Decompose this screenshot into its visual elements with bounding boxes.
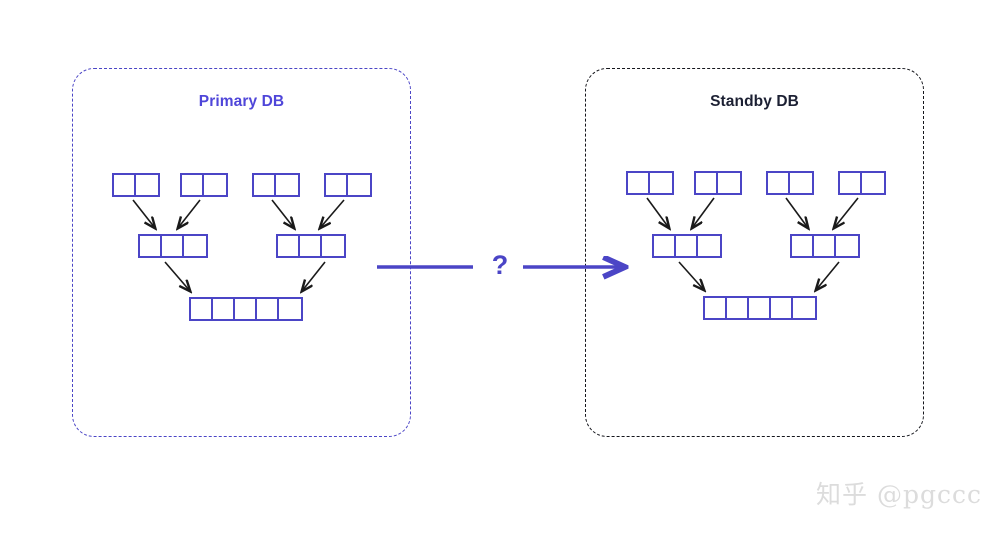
segment-cell xyxy=(790,173,812,193)
segment-cell xyxy=(792,236,814,256)
segment-standby-level-0-3 xyxy=(838,171,887,195)
segment-cell xyxy=(727,298,749,318)
segment-cell xyxy=(840,173,862,193)
segment-cell xyxy=(140,236,162,256)
segment-primary-level-0-2 xyxy=(252,173,301,197)
segment-cell xyxy=(213,299,235,319)
segment-cell xyxy=(136,175,158,195)
segment-primary-level-1-1 xyxy=(276,234,347,258)
watermark: 知乎 @pgccc xyxy=(816,480,982,509)
panel-primary-db-title: Primary DB xyxy=(198,93,285,110)
segment-cell xyxy=(276,175,298,195)
segment-primary-level-0-0 xyxy=(112,173,161,197)
transfer-question-label: ? xyxy=(491,250,509,280)
segment-cell xyxy=(182,175,204,195)
segment-cell xyxy=(862,173,884,193)
segment-cell xyxy=(235,299,257,319)
segment-standby-level-1-0 xyxy=(652,234,723,258)
panel-standby-db-title: Standby DB xyxy=(710,93,799,110)
segment-cell xyxy=(257,299,279,319)
segment-primary-level-1-0 xyxy=(138,234,209,258)
segment-cell xyxy=(654,236,676,256)
segment-cell xyxy=(254,175,276,195)
segment-cell xyxy=(749,298,771,318)
segment-standby-level-0-1 xyxy=(694,171,743,195)
segment-cell xyxy=(326,175,348,195)
segment-primary-level-2-0 xyxy=(189,297,304,321)
segment-cell xyxy=(650,173,672,193)
segment-standby-level-0-2 xyxy=(766,171,815,195)
segment-cell xyxy=(696,173,718,193)
segment-cell xyxy=(628,173,650,193)
segment-cell xyxy=(676,236,698,256)
segment-cell xyxy=(300,236,322,256)
segment-cell xyxy=(768,173,790,193)
segment-standby-level-0-0 xyxy=(626,171,675,195)
segment-primary-level-0-3 xyxy=(324,173,373,197)
segment-standby-level-2-0 xyxy=(703,296,818,320)
segment-cell xyxy=(184,236,206,256)
segment-cell xyxy=(279,299,301,319)
segment-primary-level-0-1 xyxy=(180,173,229,197)
segment-cell xyxy=(114,175,136,195)
segment-cell xyxy=(322,236,344,256)
segment-cell xyxy=(191,299,213,319)
segment-cell xyxy=(348,175,370,195)
segment-cell xyxy=(771,298,793,318)
segment-standby-level-1-1 xyxy=(790,234,861,258)
segment-cell xyxy=(698,236,720,256)
panel-primary-db: Primary DB xyxy=(72,68,411,437)
segment-cell xyxy=(836,236,858,256)
segment-cell xyxy=(204,175,226,195)
segment-cell xyxy=(278,236,300,256)
segment-cell xyxy=(814,236,836,256)
segment-cell xyxy=(793,298,815,318)
segment-cell xyxy=(162,236,184,256)
segment-cell xyxy=(705,298,727,318)
panel-standby-db: Standby DB xyxy=(585,68,924,437)
segment-cell xyxy=(718,173,740,193)
